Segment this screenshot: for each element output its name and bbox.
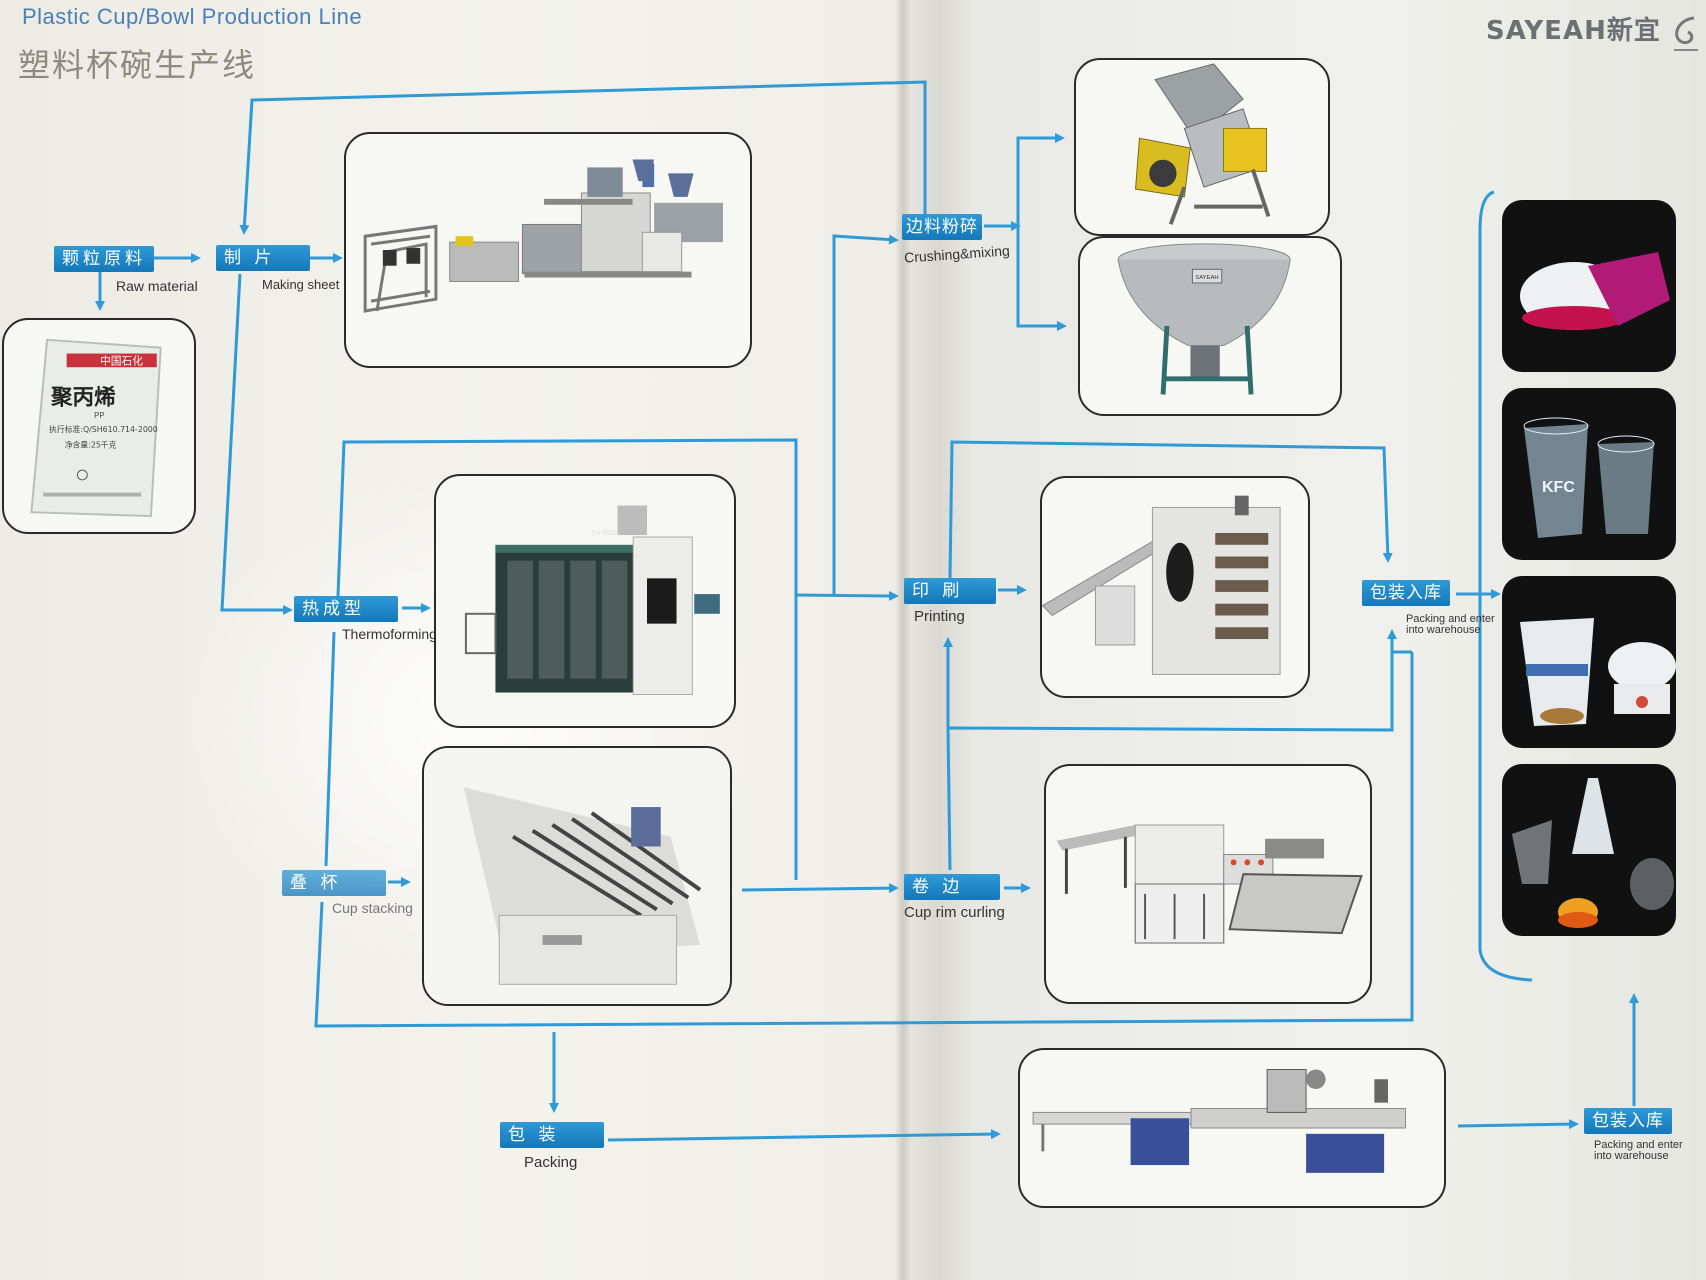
crusher-machine-image xyxy=(1076,60,1328,234)
sheet-extrusion-machine-image xyxy=(346,134,750,366)
thermoforming-machine-image: SY-850B xyxy=(436,476,734,726)
packing-machine-image xyxy=(1020,1050,1444,1206)
tag-rim-curling: 卷 边 xyxy=(904,874,1000,900)
tag-printing: 印 刷 xyxy=(904,578,996,604)
arrow-to-mixer xyxy=(1018,226,1064,326)
arrow-to-crusher xyxy=(1018,138,1062,226)
frame-packing-machine xyxy=(1018,1048,1446,1208)
label-printing: Printing xyxy=(914,608,965,625)
arrow-packing-to-machine xyxy=(608,1134,998,1140)
label-making-sheet: Making sheet xyxy=(262,277,339,292)
frame-sheet-line xyxy=(344,132,752,368)
tag-cup-stacking: 叠 杯 xyxy=(282,870,386,896)
finished-products: KFC xyxy=(1502,200,1706,980)
label-thermoforming: Thermoforming xyxy=(342,626,437,642)
frame-raw-material: 中国石化 聚丙烯 PP 执行标准:Q/SH610.714-2000 净含量:25… xyxy=(2,318,196,534)
frame-rim-curling xyxy=(1044,764,1372,1004)
title-chinese: 塑料杯碗生产线 xyxy=(18,40,256,86)
product-cups: KFC xyxy=(1502,388,1676,560)
cup-stacking-machine-image xyxy=(424,748,730,1004)
mixer-machine-image: SAYEAH xyxy=(1080,238,1340,414)
frame-cup-stacking xyxy=(422,746,732,1006)
rim-curling-machine-image xyxy=(1046,766,1370,1002)
brand-logo: SAYEAH新宜 xyxy=(1486,10,1661,47)
frame-mixer: SAYEAH xyxy=(1078,236,1342,416)
bag-standard: 执行标准:Q/SH610.714-2000 xyxy=(49,424,158,434)
product-jelly-cups xyxy=(1502,764,1676,936)
label-packing: Packing xyxy=(524,1154,577,1171)
frame-printing xyxy=(1040,476,1310,698)
frame-thermoforming: SY-850B xyxy=(434,474,736,728)
tag-warehouse-1: 包装入库 xyxy=(1362,580,1450,606)
bag-net-weight: 净含量:25千克 xyxy=(65,440,117,450)
title-english: Plastic Cup/Bowl Production Line xyxy=(22,4,362,30)
arrow-to-rim-curling xyxy=(742,888,896,890)
thermo-to-stacking xyxy=(326,632,334,866)
tag-warehouse-2: 包装入库 xyxy=(1584,1108,1672,1134)
arrow-sheet-to-thermo xyxy=(222,274,290,610)
jelly-cups-image xyxy=(1502,764,1676,936)
bag-brand-text: 中国石化 xyxy=(100,354,143,367)
label-cup-stacking: Cup stacking xyxy=(332,900,413,916)
label-warehouse-2-line-2: into warehouse xyxy=(1594,1151,1669,1162)
tag-packing: 包 装 xyxy=(500,1122,604,1148)
bowls-image xyxy=(1502,200,1676,372)
arrow-to-printing xyxy=(796,595,896,596)
tag-crushing: 边料粉碎 xyxy=(902,214,982,240)
label-warehouse-1-line-2: into warehouse xyxy=(1406,625,1481,636)
product-yogurt-cups xyxy=(1502,576,1676,748)
arrow-to-crushing xyxy=(834,236,896,595)
product-bowls xyxy=(1502,200,1676,372)
tag-thermoforming: 热成型 xyxy=(294,596,398,622)
arrow-to-warehouse-2 xyxy=(1458,1124,1576,1126)
label-raw-material: Raw material xyxy=(116,278,198,294)
yogurt-cups-image xyxy=(1502,576,1676,748)
frame-crusher xyxy=(1074,58,1330,236)
printing-machine-image xyxy=(1042,478,1308,696)
label-rim-curling: Cup rim curling xyxy=(904,904,1005,921)
thermoformer-model-text: SY-850B xyxy=(592,530,619,537)
bag-grade: PP xyxy=(94,411,104,420)
mixer-plate-text: SAYEAH xyxy=(1195,275,1218,281)
tag-making-sheet: 制 片 xyxy=(216,245,310,271)
bag-product-name: 聚丙烯 xyxy=(50,384,116,410)
brand-mark-icon xyxy=(1668,14,1702,58)
resin-bag-image: 中国石化 聚丙烯 PP 执行标准:Q/SH610.714-2000 净含量:25… xyxy=(4,320,194,532)
tag-raw-material: 颗粒原料 xyxy=(54,246,154,272)
kfc-cup-logo: KFC xyxy=(1542,479,1575,496)
clear-cups-image: KFC xyxy=(1502,388,1676,560)
